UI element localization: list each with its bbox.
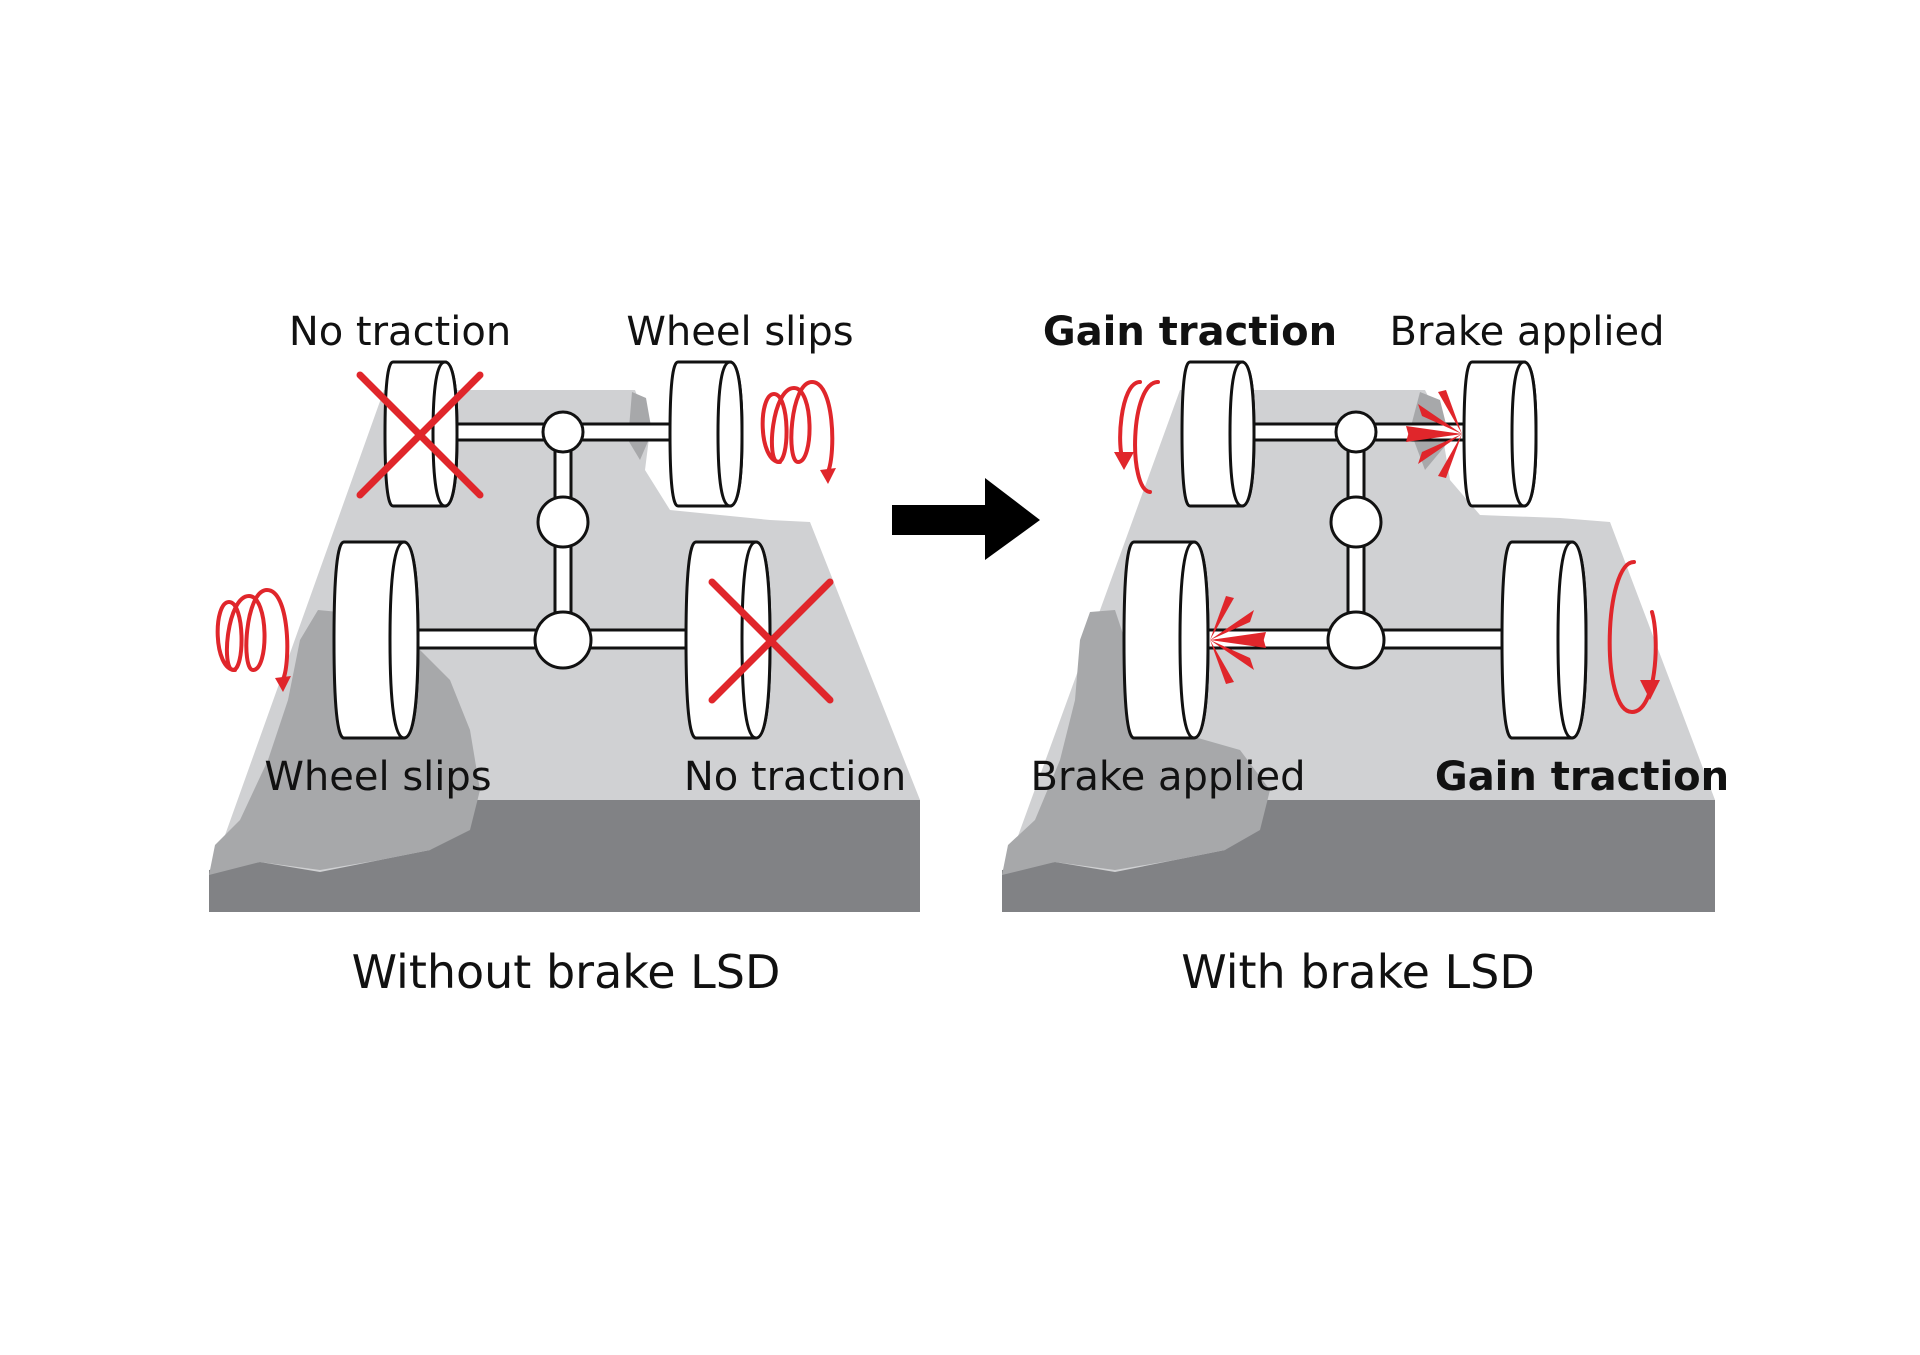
label-front-right: Wheel slips: [626, 309, 853, 355]
brake-applied-icon: [1210, 634, 1266, 684]
rotation-arrow-icon: [1607, 560, 1660, 715]
front-right-wheel: [1462, 360, 1538, 508]
no-traction-cross-icon: [708, 578, 834, 704]
caption-without-lsd: Without brake LSD: [352, 945, 781, 999]
rotation-arrow-icon: [1114, 380, 1160, 494]
right-panel: Gain traction Brake applied Brake applie…: [1002, 309, 1729, 999]
front-left-wheel: [1180, 360, 1256, 508]
label-rear-right: No traction: [684, 754, 906, 800]
caption-with-lsd: With brake LSD: [1181, 945, 1535, 999]
label-rear-left: Wheel slips: [264, 754, 491, 800]
label-rear-left: Brake applied: [1031, 754, 1306, 800]
rear-right-wheel: [1500, 540, 1588, 740]
brake-applied-icon: [1406, 428, 1462, 478]
label-rear-right: Gain traction: [1435, 754, 1729, 800]
rear-left-wheel: [332, 540, 420, 740]
label-front-left: Gain traction: [1043, 309, 1337, 355]
no-traction-cross-icon: [356, 371, 484, 499]
label-front-left: No traction: [289, 309, 511, 355]
rear-right-wheel: [684, 540, 772, 740]
rear-left-wheel: [1122, 540, 1210, 740]
right-arrow-icon: [892, 478, 1040, 560]
front-right-wheel: [668, 360, 744, 508]
wheel-spin-icon: [215, 588, 293, 694]
wheel-spin-icon: [760, 380, 838, 486]
label-front-right: Brake applied: [1390, 309, 1665, 355]
left-panel: No traction Wheel slips Wheel slips No t…: [209, 309, 920, 999]
